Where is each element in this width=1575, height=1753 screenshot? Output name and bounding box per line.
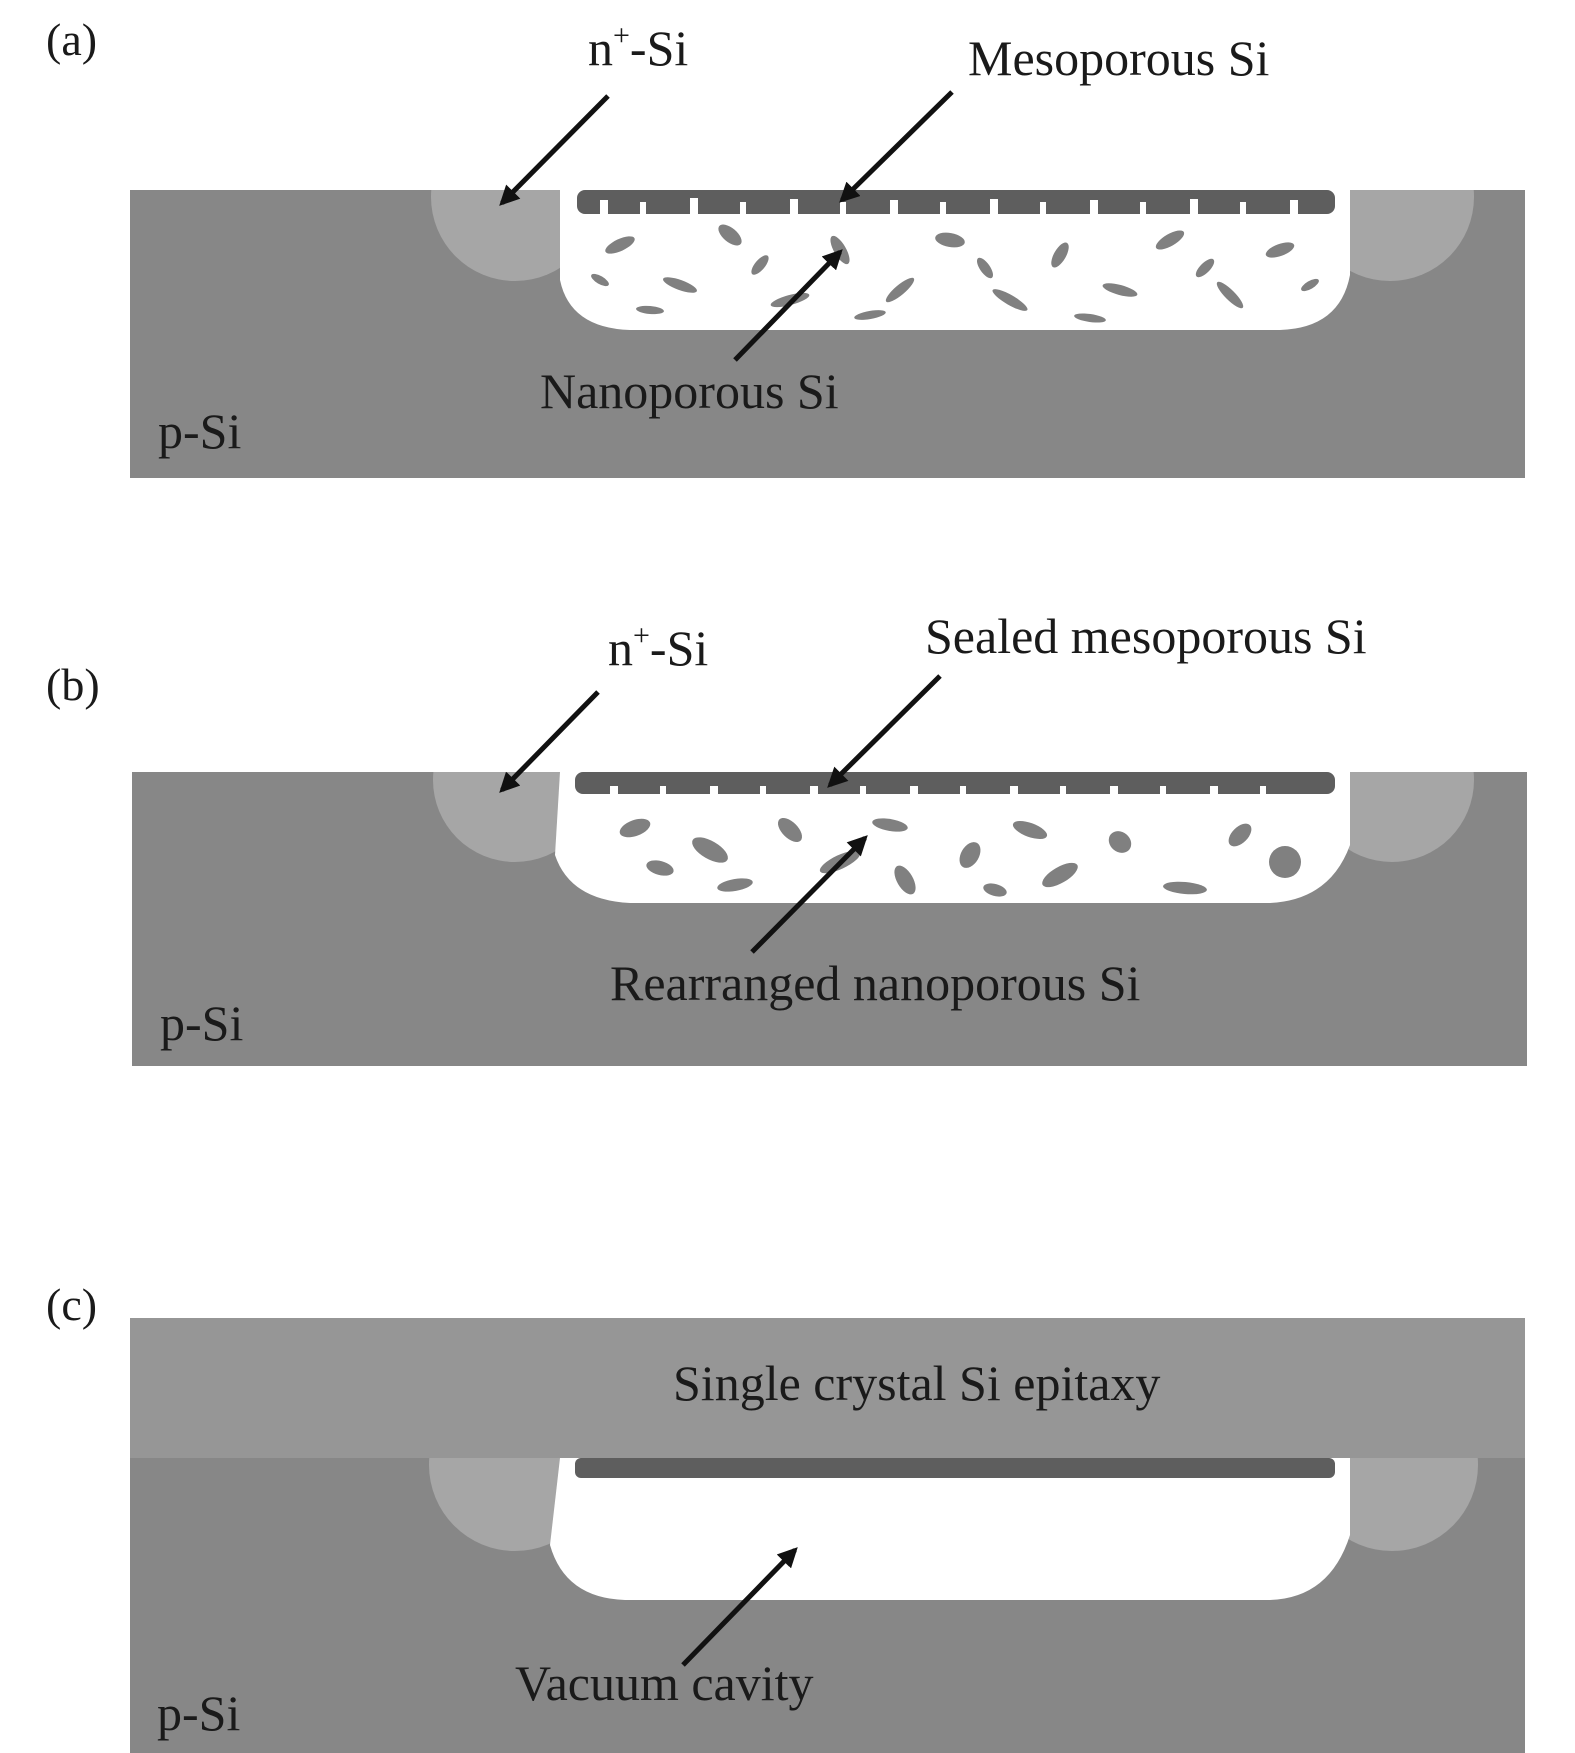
n-plus-well-left-a [431,190,599,281]
rearranged-region-b [555,772,1350,903]
panel-b-label: (b) [46,659,100,710]
n-plus-si-label-a: n+-Si [588,19,688,76]
panel-c-label: (c) [46,1279,97,1330]
p-si-label-c: p-Si [157,1685,240,1741]
panel-b: (b) [46,608,1527,1066]
arrow-sealed-b [827,674,942,788]
n-plus-si-label-b: n+-Si [608,619,708,676]
epitaxy-label: Single crystal Si epitaxy [673,1355,1160,1411]
sealed-layer-c [575,1458,1335,1478]
sealed-mesoporous-si-label: Sealed mesoporous Si [925,608,1367,664]
arrow-vacuum-cavity-c [681,1547,798,1667]
arrow-n-plus-b [499,690,600,793]
sealed-texture-b [610,786,1266,796]
vacuum-cavity-label: Vacuum cavity [515,1655,814,1711]
arrow-mesoporous-a [839,90,954,203]
arrow-n-plus-a [499,94,610,206]
nanoporous-region-a [560,190,1350,330]
sealed-mesoporous-layer-b [575,772,1335,794]
panel-a-label: (a) [46,14,97,65]
p-si-label-b: p-Si [160,995,243,1051]
rearranged-nanoporous-si-label: Rearranged nanoporous Si [610,955,1140,1011]
n-plus-well-right-b [1310,772,1474,862]
mesoporous-texture-a [600,198,1298,216]
arrow-nanoporous-a [733,249,843,362]
rearranged-texture-b [619,817,1301,897]
p-si-label-a: p-Si [158,403,241,459]
mesoporous-si-label: Mesoporous Si [968,30,1269,86]
vacuum-cavity-c [550,1458,1350,1600]
nanoporous-si-label: Nanoporous Si [540,363,839,419]
epitaxy-layer-c [130,1318,1525,1460]
panel-c: (c) Single crystal Si epitaxy Vacuum cav… [46,1279,1525,1753]
arrow-rearranged-b [750,835,868,954]
panel-a: (a) [46,14,1525,478]
